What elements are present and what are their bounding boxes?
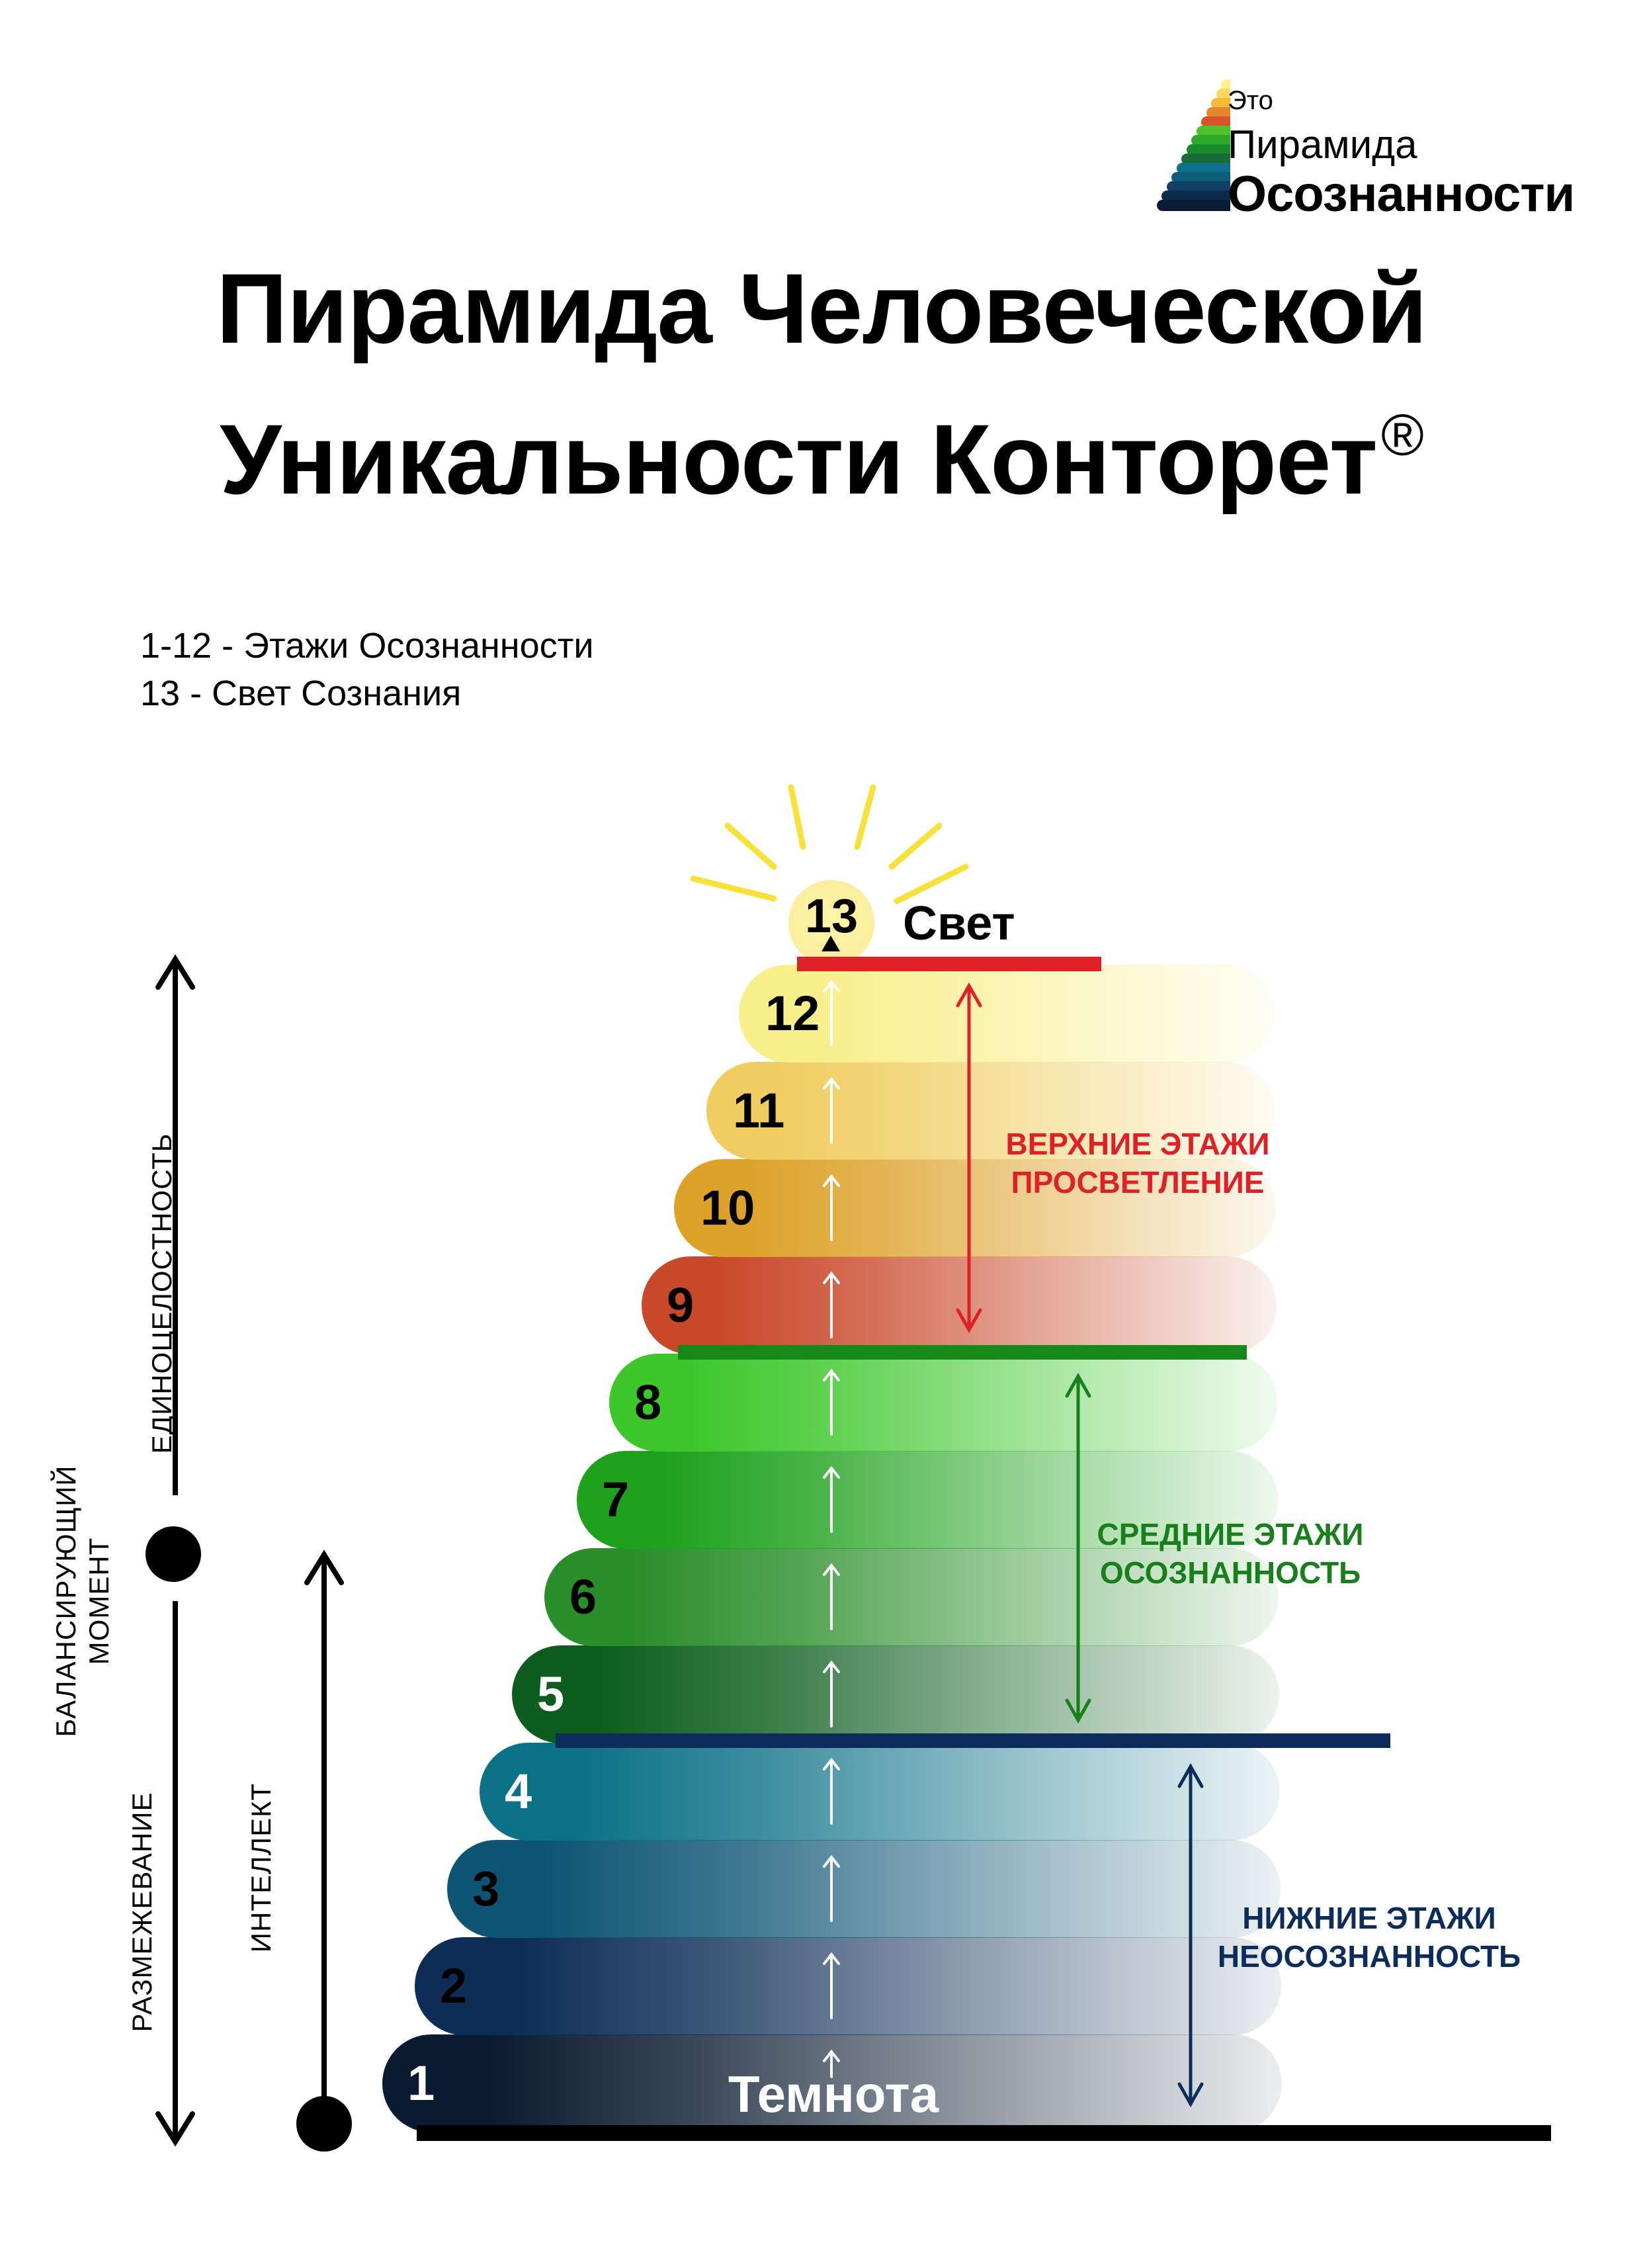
up-arrow-icon <box>823 1757 840 1825</box>
page-title: Пирамида Человеческой Уникальности Конто… <box>0 245 1643 523</box>
logo-bar <box>1206 107 1230 118</box>
light-line <box>797 957 1101 971</box>
title-line2-text: Уникальности Конторет <box>220 404 1378 515</box>
upper-zone-line2: ПРОСВЕТЛЕНИЕ <box>1011 1165 1265 1199</box>
logo-bar <box>1211 98 1230 109</box>
intellect-origin-point <box>296 2096 352 2152</box>
logo-bar <box>1156 200 1230 211</box>
up-arrow-icon <box>823 1660 840 1727</box>
up-arrow-icon <box>823 1465 840 1533</box>
floor-7: 7 <box>577 1451 1278 1549</box>
floor-11: 11 <box>706 1062 1275 1160</box>
logo-bar <box>1201 116 1230 128</box>
middle-zone-range-arrow <box>1065 1372 1091 1724</box>
logo-bar <box>1176 163 1230 174</box>
floor-number: 11 <box>733 1083 785 1138</box>
balance-label-line1: БАЛАНСИРУЮЩИЙ <box>50 1465 81 1737</box>
up-arrow-icon <box>823 1174 840 1241</box>
floor-6: 6 <box>544 1548 1279 1646</box>
up-arrow-icon <box>823 1076 840 1144</box>
unity-axis-arrow <box>155 954 195 1495</box>
lower-zone-range-arrow <box>1177 1763 1204 2108</box>
floor-number: 7 <box>602 1472 630 1527</box>
logo-bar <box>1161 191 1230 202</box>
floor-number: 3 <box>472 1861 500 1916</box>
sun-rays-icon <box>690 784 969 904</box>
floor-number: 12 <box>765 986 820 1041</box>
base-line <box>417 2125 1551 2141</box>
title-line1: Пирамида Человеческой <box>216 253 1427 364</box>
floor-number: 5 <box>537 1667 565 1722</box>
up-arrow-icon <box>823 1368 840 1436</box>
floor-number: 10 <box>700 1180 755 1235</box>
floor-8: 8 <box>609 1354 1277 1452</box>
logo-bar <box>1196 126 1230 137</box>
title-line2: Уникальности Конторет® <box>0 372 1643 523</box>
up-arrow-icon <box>823 1952 840 2019</box>
floor-2: 2 <box>415 1937 1281 2035</box>
logo-text-line2: Пирамида <box>1228 122 1417 167</box>
balance-label: БАЛАНСИРУЮЩИЙ МОМЕНТ <box>50 1403 116 1800</box>
legend-line2: 13 - Свет Сознания <box>140 674 462 713</box>
floor-4: 4 <box>480 1743 1280 1841</box>
floor-5: 5 <box>512 1645 1279 1743</box>
light-circle <box>788 880 874 966</box>
upper-zone-range-arrow <box>956 982 982 1334</box>
floor-number: 8 <box>634 1375 662 1430</box>
triangle-up-icon <box>822 936 840 951</box>
unity-axis-label: ЕДИНОЦЕЛОСТНОСТЬ <box>146 1133 177 1454</box>
floor-9: 9 <box>642 1256 1277 1354</box>
floor-number: 2 <box>440 1958 468 2013</box>
intellect-axis-arrow <box>304 1549 344 2117</box>
intellect-axis-label: ИНТЕЛЛЕКТ <box>245 1782 276 1953</box>
floor-12: 12 <box>739 965 1275 1063</box>
upper-middle-divider <box>678 1345 1247 1360</box>
upper-zone-label: ВЕРХНИЕ ЭТАЖИ ПРОСВЕТЛЕНИЕ <box>972 1125 1303 1201</box>
up-arrow-icon <box>823 2049 840 2078</box>
floor-number: 6 <box>569 1569 597 1624</box>
up-arrow-icon <box>823 1271 840 1338</box>
logo-bar <box>1191 135 1230 146</box>
light-label: Свет <box>903 897 1015 950</box>
lower-zone-label: НИЖНИЕ ЭТАЖИ НЕОСОЗНАННОСТЬ <box>1184 1899 1554 1976</box>
logo-text-line3: Осознанности <box>1228 166 1575 222</box>
upper-zone-line1: ВЕРХНИЕ ЭТАЖИ <box>1005 1127 1270 1161</box>
up-arrow-icon <box>823 1854 840 1922</box>
separation-axis-arrow <box>155 1601 195 2147</box>
registered-mark: ® <box>1381 402 1424 468</box>
logo-bar <box>1221 79 1230 91</box>
lower-zone-line2: НЕОСОЗНАННОСТЬ <box>1217 1939 1521 1974</box>
balance-label-line2: МОМЕНТ <box>83 1537 114 1665</box>
logo-bar <box>1181 153 1230 165</box>
middle-lower-divider <box>556 1733 1390 1748</box>
balance-point <box>146 1526 201 1582</box>
logo-bar <box>1166 181 1230 193</box>
logo-pyramid-icon <box>1151 79 1230 222</box>
floor-number: 1 <box>407 2056 435 2111</box>
floor-3: 3 <box>447 1840 1281 1938</box>
brand-logo: Это Пирамида Осознанности <box>1151 73 1614 225</box>
middle-zone-line1: СРЕДНИЕ ЭТАЖИ <box>1097 1517 1364 1551</box>
separation-axis-label: РАЗМЕЖЕВАНИЕ <box>126 1792 157 2032</box>
darkness-label: Темнота <box>728 2065 939 2123</box>
middle-zone-label: СРЕДНИЕ ЭТАЖИ ОСОЗНАННОСТЬ <box>1058 1515 1402 1592</box>
legend: 1-12 - Этажи Осознанности 13 - Свет Созн… <box>140 622 594 717</box>
logo-text-line1: Это <box>1228 86 1273 115</box>
middle-zone-line2: ОСОЗНАННОСТЬ <box>1099 1555 1361 1590</box>
floor-number: 9 <box>667 1278 695 1332</box>
logo-bar <box>1186 144 1230 155</box>
up-arrow-icon <box>823 1563 840 1630</box>
up-arrow-icon <box>823 979 840 1047</box>
logo-bar <box>1171 172 1230 183</box>
floor-10: 10 <box>674 1159 1276 1257</box>
lower-zone-line1: НИЖНИЕ ЭТАЖИ <box>1242 1901 1496 1935</box>
legend-line1: 1-12 - Этажи Осознанности <box>140 626 594 666</box>
floor-number: 4 <box>505 1764 532 1819</box>
logo-bar <box>1216 89 1230 100</box>
floor-13-number: 13 <box>804 890 859 943</box>
